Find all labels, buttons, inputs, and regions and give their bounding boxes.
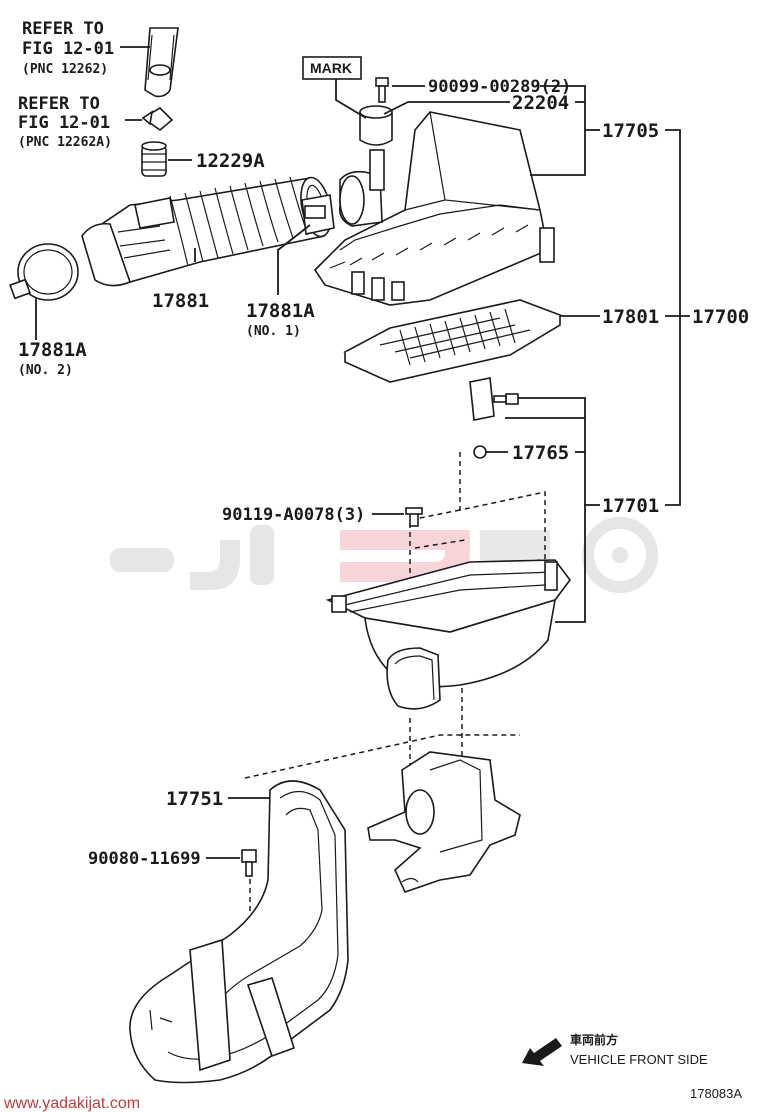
label-17700: 17700: [692, 306, 749, 328]
hose-clamp-no2: [9, 243, 79, 301]
label-17881A-no2: 17881A: [18, 339, 87, 361]
bolt-90080: [241, 849, 257, 877]
mount-bracket: [367, 751, 521, 893]
ref1-line2: FIG 12-01: [22, 39, 114, 59]
label-17881: 17881: [152, 290, 209, 312]
clip-part: [141, 106, 174, 132]
website-watermark: www.yadakijat.com: [3, 1095, 140, 1112]
ref2-pnc: (PNC 12262A): [18, 135, 112, 150]
label-bolt-90119: 90119-A0078(3): [222, 505, 365, 525]
air-cleaner-cap-17705: [313, 105, 555, 306]
figure-code: 178083A: [690, 1086, 742, 1101]
air-cleaner-case-17701: [325, 452, 571, 710]
label-17765: 17765: [512, 442, 569, 464]
labels: REFER TO FIG 12-01 (PNC 12262) REFER TO …: [18, 19, 749, 869]
bolt-90099: [375, 77, 389, 103]
air-hose-17881: [81, 176, 332, 287]
dashed-guides: [244, 688, 520, 915]
front-arrow-icon: [522, 1038, 562, 1066]
label-bolt-90080: 90080-11699: [88, 849, 201, 869]
label-22204: 22204: [512, 92, 569, 114]
ref2-line2: FIG 12-01: [18, 113, 110, 133]
inlet-duct-17751: [129, 780, 349, 1084]
label-17705: 17705: [602, 120, 659, 142]
label-17881A-no1-note: (NO. 1): [246, 324, 301, 339]
ref1-pnc: (PNC 12262): [22, 62, 108, 77]
label-17881A-no2-note: (NO. 2): [18, 363, 73, 378]
filter-element-17801: [343, 299, 562, 383]
grommet-12229A: [141, 141, 167, 177]
front-label-jp: 車両前方: [570, 1032, 618, 1047]
intake-duct-reference: [144, 27, 179, 98]
vehicle-front-legend: 車両前方 VEHICLE FRONT SIDE: [522, 1032, 708, 1067]
label-17701: 17701: [602, 495, 659, 517]
label-17751: 17751: [166, 788, 223, 810]
front-label-en: VEHICLE FRONT SIDE: [570, 1052, 708, 1067]
label-12229A: 12229A: [196, 150, 265, 172]
ref1-line1: REFER TO: [22, 19, 104, 39]
mark-label: MARK: [310, 60, 352, 76]
label-17801: 17801: [602, 306, 659, 328]
leader-lines: [35, 46, 690, 859]
hose-clamp-no1: [301, 194, 335, 235]
mark-box: [302, 56, 362, 80]
label-17881A-no1: 17881A: [246, 300, 315, 322]
label-bolt-90099: 90099-00289(2): [428, 77, 571, 97]
watermark-logo: [110, 517, 658, 593]
ref2-line1: REFER TO: [18, 94, 100, 114]
